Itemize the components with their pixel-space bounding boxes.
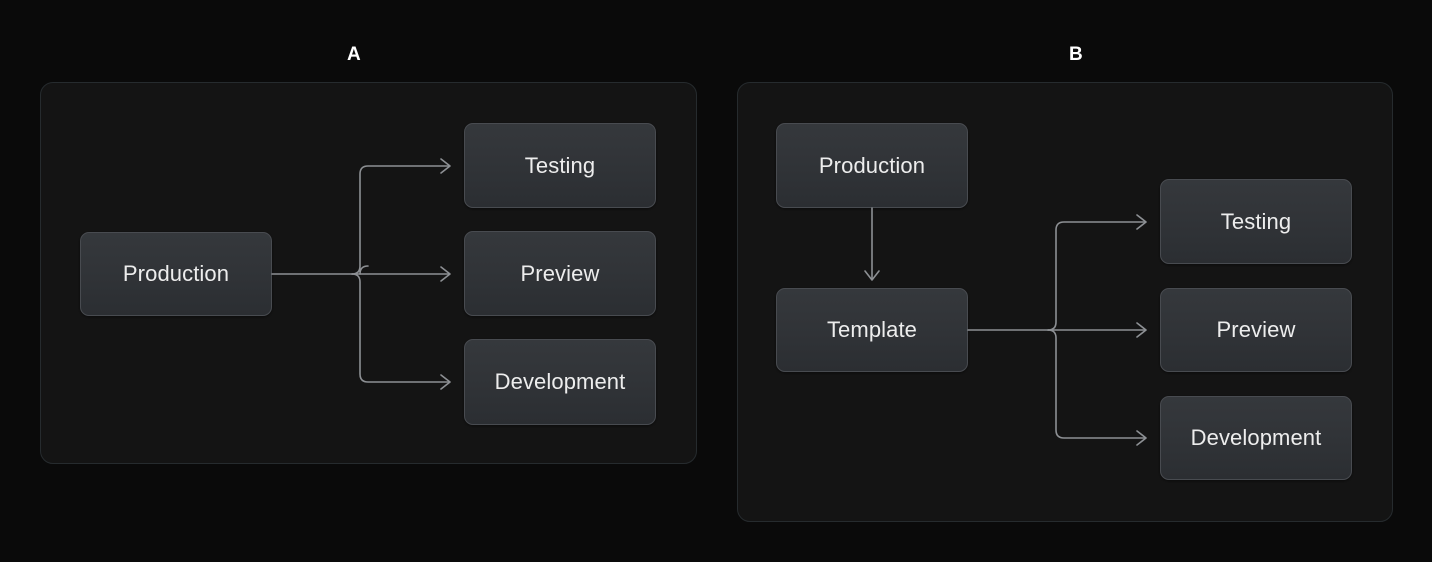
panel-b-node-template[interactable]: Template [776, 288, 968, 372]
panel-b-node-preview[interactable]: Preview [1160, 288, 1352, 372]
panel-b-node-development[interactable]: Development [1160, 396, 1352, 480]
panel-b-label: B [1068, 44, 1084, 65]
panel-a-node-preview[interactable]: Preview [464, 231, 656, 316]
panel-a-node-production[interactable]: Production [80, 232, 272, 316]
panel-a-label: A [346, 44, 362, 65]
panel-b-node-testing[interactable]: Testing [1160, 179, 1352, 264]
panel-a-node-development[interactable]: Development [464, 339, 656, 425]
panel-b-node-production[interactable]: Production [776, 123, 968, 208]
panel-a-node-testing[interactable]: Testing [464, 123, 656, 208]
